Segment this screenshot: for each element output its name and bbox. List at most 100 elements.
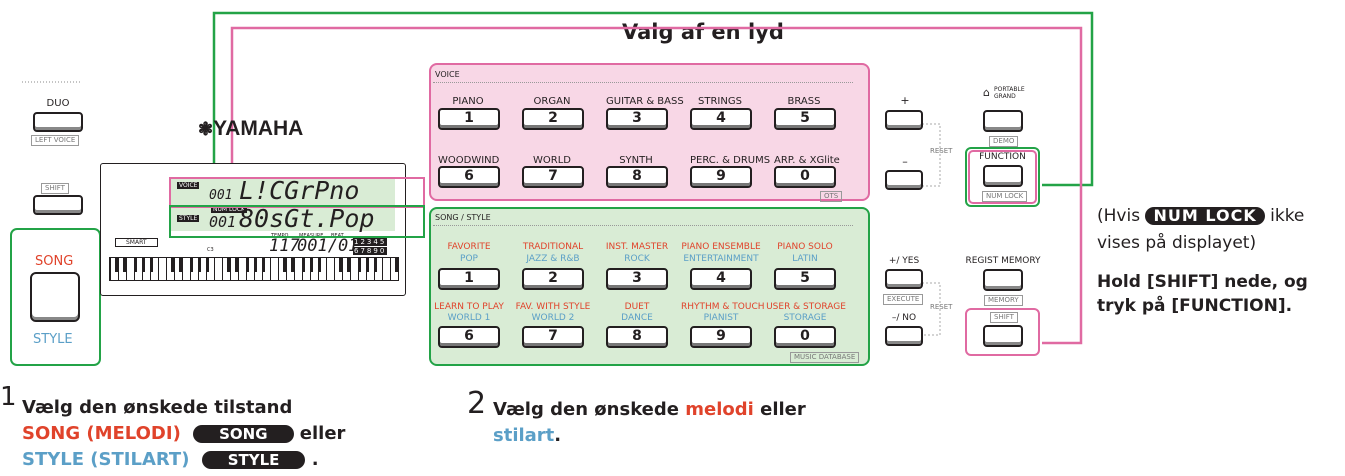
song-button-0[interactable]: 0 [774, 326, 836, 348]
voice-button-0[interactable]: 0 [774, 166, 836, 188]
voice-cat-arp: ARP. & XGlite [774, 155, 840, 166]
left-voice-label: LEFT VOICE [31, 135, 80, 146]
smart-tag: SMART [115, 238, 158, 247]
style-label-left: STYLE [33, 332, 73, 347]
voice-cat-brass: BRASS [787, 96, 821, 107]
song-cat-traditional: TRADITIONAL [522, 242, 584, 252]
voice-button-9[interactable]: 9 [690, 166, 752, 188]
shift-label-right: SHIFT [990, 312, 1018, 323]
voice-button-3[interactable]: 3 [606, 108, 668, 130]
function-highlight [965, 147, 1040, 207]
shift-button-right[interactable] [983, 325, 1023, 347]
song-button-9[interactable]: 9 [690, 326, 752, 348]
song-cat-fav-style: FAV. WITH STYLE [515, 302, 591, 312]
voice-cat-strings: STRINGS [698, 96, 742, 107]
piano-icon: ⌂ [983, 86, 990, 99]
portable-grand-button[interactable] [983, 110, 1023, 132]
function-button[interactable] [983, 165, 1023, 187]
song-button-5[interactable]: 5 [774, 268, 836, 290]
note-line2: vises på displayet) [1097, 233, 1257, 253]
voice-button-2[interactable]: 2 [522, 108, 584, 130]
voice-button-6[interactable]: 6 [438, 166, 500, 188]
shift-button-left[interactable] [33, 195, 83, 215]
voice-cat-woodwind: WOODWIND [438, 155, 500, 166]
style-cat-jazz: JAZZ & R&B [526, 254, 580, 264]
style-cat-world2: WORLD 2 [531, 313, 575, 323]
style-name: 80sGt.Pop [239, 204, 375, 233]
c3-label: C3 [207, 247, 214, 253]
keyboard-strip [109, 257, 399, 281]
song-button-6[interactable]: 6 [438, 326, 500, 348]
song-button-2[interactable]: 2 [522, 268, 584, 290]
style-cat-pop: POP [460, 254, 478, 264]
step1-number: 1 [0, 382, 17, 412]
voice-button-5[interactable]: 5 [774, 108, 836, 130]
num-lock-pill: NUM LOCK [1145, 207, 1265, 225]
yamaha-logo: ❃YAMAHA [198, 117, 304, 140]
song-style-button[interactable] [30, 272, 80, 322]
lcd-voice-highlight [169, 177, 425, 208]
voice-cat-synth: SYNTH [619, 155, 653, 166]
tempo-value: 117 [269, 236, 300, 256]
style-cat-dance: DANCE [621, 313, 653, 323]
no-button[interactable] [885, 326, 923, 346]
song-style-header: SONG / STYLE [435, 213, 491, 222]
song-cat-piano-solo: PIANO SOLO [777, 242, 833, 252]
no-label: –/ NO [891, 313, 917, 323]
pink-connector [230, 26, 1083, 345]
step1-line3: STYLE (STILART) STYLE . [22, 449, 319, 470]
shift-label-left: SHIFT [41, 183, 69, 194]
step2-number: 2 [467, 386, 487, 421]
note-line1: (Hvis NUM LOCK ikke [1097, 206, 1305, 226]
duo-button[interactable] [33, 112, 83, 132]
reset-label-bottom: RESET [930, 303, 953, 311]
voice-cat-guitar: GUITAR & BASS [606, 96, 684, 107]
voice-button-8[interactable]: 8 [606, 166, 668, 188]
voice-header: VOICE [435, 70, 460, 79]
music-database-label: MUSIC DATABASE [790, 352, 860, 363]
voice-tag: VOICE [177, 182, 200, 189]
function-highlight-inner [968, 150, 1037, 204]
song-button-4[interactable]: 4 [690, 268, 752, 290]
yes-label: +/ YES [888, 256, 920, 266]
yes-button[interactable] [885, 269, 923, 289]
beat-digits-top: 12345 [353, 238, 388, 246]
song-cat-rhythm: RHYTHM & TOUCH [681, 302, 765, 312]
style-pill: STYLE [201, 451, 306, 469]
song-cat-favorite: FAVORITE [447, 242, 491, 252]
song-button-7[interactable]: 7 [522, 326, 584, 348]
song-button-8[interactable]: 8 [606, 326, 668, 348]
song-cat-inst-master: INST. MASTER [605, 242, 669, 252]
style-cat-entertainment: ENTERTAINMENT [683, 254, 759, 264]
voice-cat-world: WORLD [533, 155, 571, 166]
style-cat-pianist: PIANIST [703, 313, 739, 323]
step2-line1: Vælg den ønskede melodi eller [493, 399, 806, 420]
song-button-1[interactable]: 1 [438, 268, 500, 290]
minus-button[interactable] [885, 170, 923, 190]
song-button-3[interactable]: 3 [606, 268, 668, 290]
style-cat-latin: LATIN [792, 254, 818, 264]
voice-button-1[interactable]: 1 [438, 108, 500, 130]
voice-cat-perc: PERC. & DRUMS [690, 155, 771, 166]
measure-value: 001/01 [297, 236, 359, 256]
portable-grand-label: PORTABLE GRAND [994, 86, 1025, 100]
minus-label: – [902, 155, 908, 168]
song-style-header-rule [433, 225, 853, 226]
note-bold1: Hold [SHIFT] nede, og [1097, 272, 1308, 292]
song-label-left: SONG [35, 254, 74, 269]
note-bold2: tryk på [FUNCTION]. [1097, 296, 1293, 316]
voice-button-7[interactable]: 7 [522, 166, 584, 188]
voice-name: L!CGrPno [239, 176, 360, 205]
style-cat-rock: ROCK [624, 254, 650, 264]
reset-label-top: RESET [930, 147, 953, 155]
regist-memory-button[interactable] [983, 269, 1023, 291]
style-cat-world1: WORLD 1 [447, 313, 491, 323]
demo-label: DEMO [989, 136, 1019, 147]
lcd-style-highlight [169, 205, 425, 238]
song-cat-learn: LEARN TO PLAY [434, 302, 504, 312]
function-label: FUNCTION [979, 152, 1026, 162]
plus-button[interactable] [885, 110, 923, 130]
voice-button-4[interactable]: 4 [690, 108, 752, 130]
lcd-display: VOICE 001 L!CGrPno STYLE NUM LOCK 001 80… [100, 163, 406, 296]
voice-cat-piano: PIANO [452, 96, 484, 107]
